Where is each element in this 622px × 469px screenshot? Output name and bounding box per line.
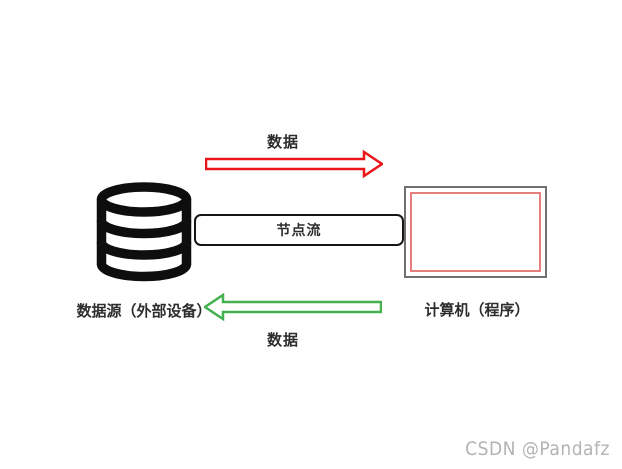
watermark: CSDN @Pandafz <box>465 438 610 460</box>
computer-box <box>404 186 547 278</box>
database-band-2 <box>96 237 192 260</box>
database-band-3 <box>96 259 192 282</box>
arrow-left-shape <box>204 293 382 321</box>
database-top-ellipse <box>96 182 192 217</box>
computer-label: 计算机（程序） <box>424 302 530 319</box>
node-stream-pipe: 节点流 <box>194 214 404 246</box>
computer-box-inner-frame <box>410 192 541 272</box>
bottom-data-label: 数据 <box>266 332 299 349</box>
pipe-label: 节点流 <box>276 222 322 238</box>
data-source-label: 数据源（外部设备） <box>76 303 212 320</box>
database-cylinder-icon <box>96 182 192 282</box>
arrow-right-shape <box>205 150 383 178</box>
arrow-left-icon <box>204 293 382 321</box>
database-band-1 <box>96 216 192 239</box>
top-data-label: 数据 <box>266 134 299 151</box>
arrow-right-icon <box>205 150 383 178</box>
